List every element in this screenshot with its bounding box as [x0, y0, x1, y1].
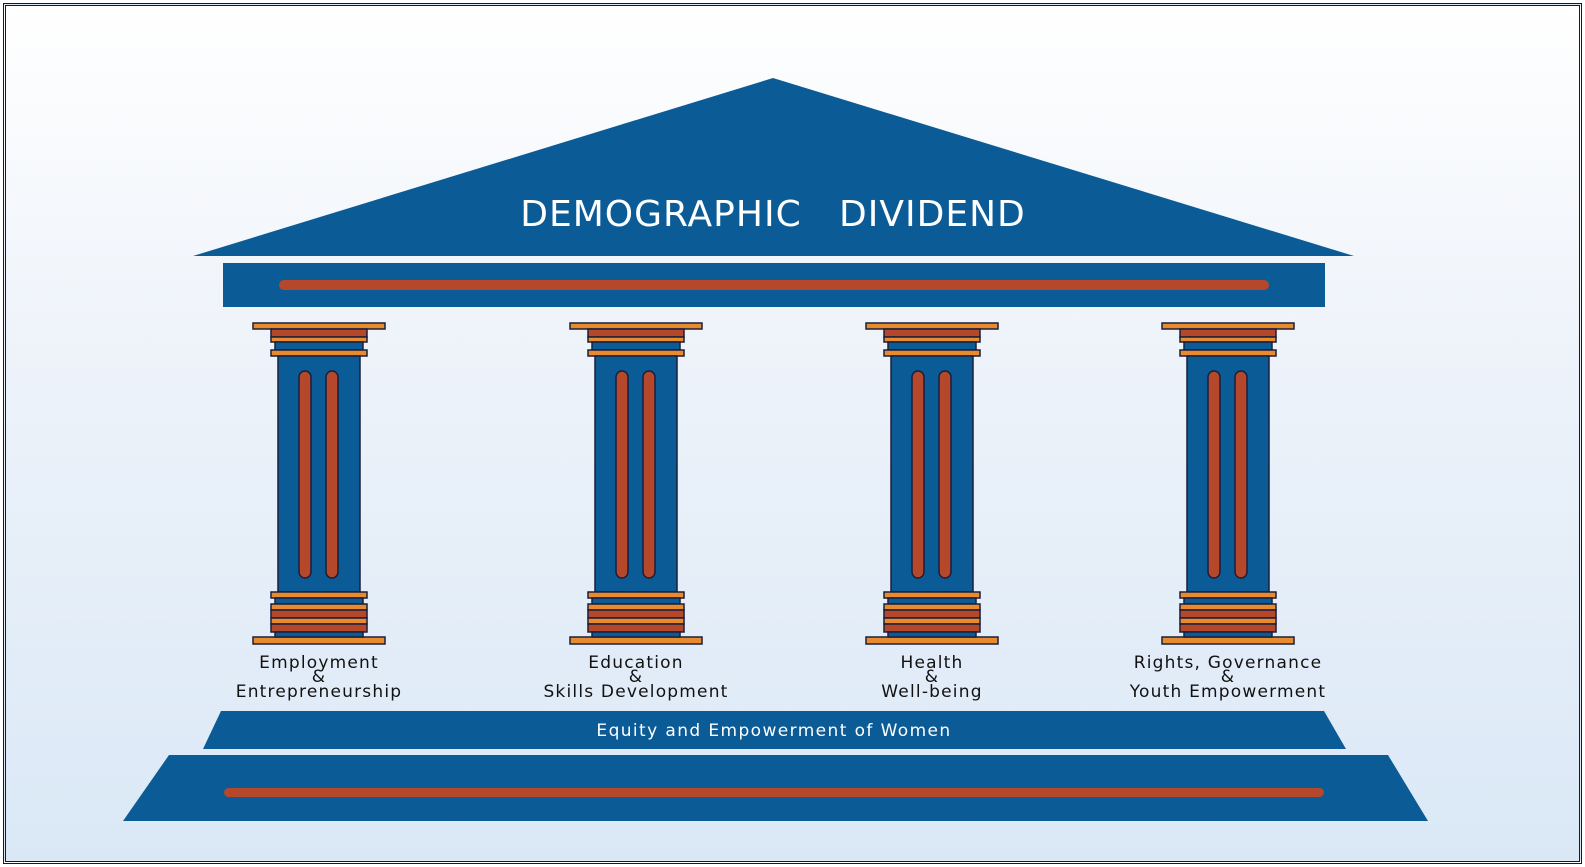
pillar-4 [1161, 322, 1295, 645]
pillar-capital-top [569, 322, 703, 330]
base-stripe [224, 788, 1324, 797]
pillar-label-3: Health & Well-being [881, 653, 982, 702]
pillar-label-line1: Health [900, 653, 963, 673]
pillar-3 [865, 322, 999, 645]
pillar-base-band [883, 609, 981, 619]
pillar-flute [615, 370, 629, 579]
pillar-shaft [277, 355, 361, 593]
pillar-label-4: Rights, Governance & Youth Empowerment [1129, 653, 1327, 702]
pillar-capital-top [865, 322, 999, 330]
pillar-capital-ring [883, 349, 981, 357]
pillar-base-neck [887, 631, 977, 638]
pillar-base-band [1179, 609, 1277, 619]
pillar-label-line1: Education [588, 653, 683, 673]
pillar-base-neck [274, 631, 364, 638]
pillar-1 [252, 322, 386, 645]
pillar-capital-neck [1183, 341, 1273, 351]
pillar-label-amp: & [312, 667, 326, 687]
pillar-base-neck [1183, 597, 1273, 605]
architrave-stripe [279, 280, 1269, 290]
pillar-2 [569, 322, 703, 645]
pillar-flute [938, 370, 952, 579]
pillar-base-neck [887, 597, 977, 605]
pillar-base-ring [587, 617, 685, 625]
pillar-capital-band [270, 328, 368, 338]
pillar-base-ring [270, 591, 368, 599]
pillar-capital-top [252, 322, 386, 330]
pillar-label-amp: & [1221, 667, 1235, 687]
pillar-label-line2: Skills Development [543, 682, 728, 702]
pillars [252, 322, 1295, 645]
pillar-base-ring [270, 603, 368, 611]
pillar-base-ring [587, 591, 685, 599]
pillar-label-line1: Employment [259, 653, 379, 673]
pillar-base-neck [591, 597, 681, 605]
pillar-capital-ring [270, 349, 368, 357]
pillar-base-ring [270, 617, 368, 625]
pillar-label-2: Education & Skills Development [543, 653, 728, 702]
pillar-base-neck [1183, 631, 1273, 638]
pillar-plinth [1161, 636, 1295, 645]
pillar-capital-neck [274, 341, 364, 351]
pillar-base-ring [1179, 603, 1277, 611]
pillar-base-band [587, 623, 685, 633]
pillar-flute [642, 370, 656, 579]
diagram-frame: DEMOGRAPHIC DIVIDEND Employment & Entrep… [3, 3, 1582, 864]
pillar-plinth [865, 636, 999, 645]
pillar-capital-top [1161, 322, 1295, 330]
pillar-label-line2: Entrepreneurship [236, 682, 402, 702]
pillar-flute [1234, 370, 1248, 579]
pillar-base-ring [587, 603, 685, 611]
foundation-band [203, 711, 1346, 749]
pillar-base-band [587, 609, 685, 619]
pillar-base-ring [883, 591, 981, 599]
pillar-capital-ring [587, 349, 685, 357]
pillar-base-band [883, 623, 981, 633]
pillar-label-amp: & [629, 667, 643, 687]
pillar-base-band [270, 609, 368, 619]
pillar-capital-neck [591, 341, 681, 351]
pillar-capital-ring [1179, 349, 1277, 357]
pillar-base-neck [591, 631, 681, 638]
pillar-capital-band [1179, 328, 1277, 338]
temple-title: DEMOGRAPHIC DIVIDEND [520, 194, 1026, 235]
foundation-label: Equity and Empowerment of Women [596, 721, 951, 741]
pillar-base-neck [274, 597, 364, 605]
pillar-flute [298, 370, 312, 579]
pillar-base-band [270, 623, 368, 633]
temple-roof [193, 78, 1354, 256]
demographic-dividend-temple: DEMOGRAPHIC DIVIDEND Employment & Entrep… [123, 78, 1428, 821]
pillar-label-line1: Rights, Governance [1134, 653, 1323, 673]
pillar-label-line2: Youth Empowerment [1129, 682, 1327, 702]
pillar-label-line2: Well-being [881, 682, 982, 702]
pillar-plinth [252, 636, 386, 645]
pillar-label-amp: & [925, 667, 939, 687]
pillar-flute [1207, 370, 1221, 579]
pillar-capital-neck [887, 341, 977, 351]
pillar-flute [911, 370, 925, 579]
pillar-capital-band [587, 328, 685, 338]
pillar-base-ring [1179, 591, 1277, 599]
pillar-base-band [1179, 623, 1277, 633]
pillar-flute [325, 370, 339, 579]
pillar-shaft [594, 355, 678, 593]
pillar-base-ring [883, 617, 981, 625]
pillar-plinth [569, 636, 703, 645]
pillar-label-1: Employment & Entrepreneurship [236, 653, 402, 702]
pillar-capital-band [883, 328, 981, 338]
pillar-base-ring [883, 603, 981, 611]
pillar-shaft [1186, 355, 1270, 593]
pillar-base-ring [1179, 617, 1277, 625]
pillar-shaft [890, 355, 974, 593]
